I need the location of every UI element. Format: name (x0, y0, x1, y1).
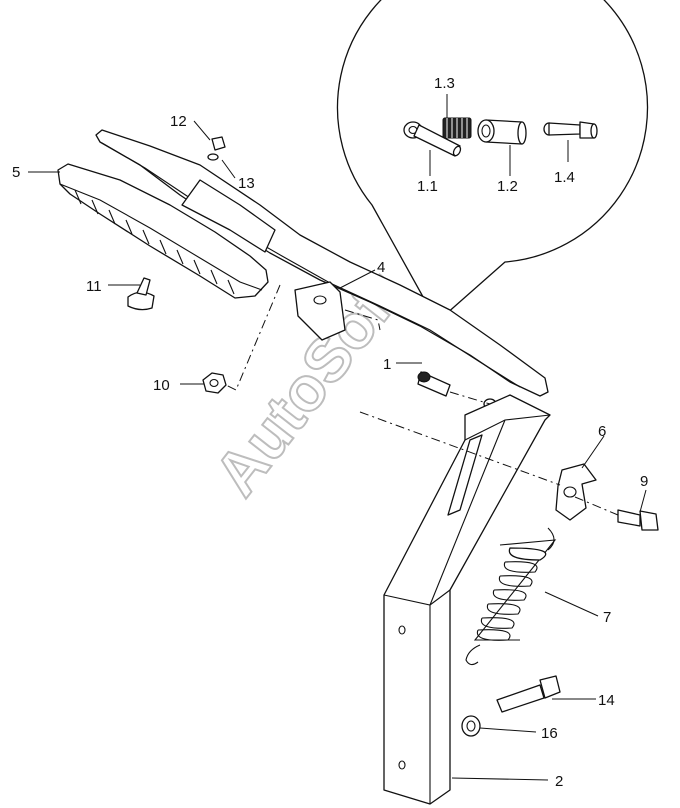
callout-4: 4 (377, 259, 385, 276)
callout-1-2: 1.2 (497, 178, 518, 195)
part-9-bolt (617, 509, 659, 531)
part-6-clamp (555, 463, 597, 521)
part-1-4-bolt (543, 121, 598, 139)
part-1-3-spring (442, 117, 472, 139)
callout-6: 6 (598, 423, 606, 440)
part-2-arm (383, 394, 551, 805)
detail-magnifier (336, 0, 649, 323)
part-16-washer (461, 715, 481, 737)
part-4-bracket (294, 281, 346, 341)
callout-2: 2 (555, 773, 563, 790)
leader-lines (28, 94, 647, 781)
part-1-2-sleeve (477, 119, 527, 145)
callout-1-1: 1.1 (417, 178, 438, 195)
callout-13: 13 (238, 175, 255, 192)
part-13-washer (207, 153, 219, 161)
part-7-spring (465, 527, 557, 666)
callout-9: 9 (640, 473, 648, 490)
callout-7: 7 (603, 609, 611, 626)
callout-12: 12 (170, 113, 187, 130)
callout-5: 5 (12, 164, 20, 181)
part-1-1-pin (403, 121, 462, 157)
part-14-bolt (496, 675, 561, 713)
callout-16: 16 (541, 725, 558, 742)
callout-1: 1 (383, 356, 391, 373)
callout-10: 10 (153, 377, 170, 394)
callout-labels: 1.3 1.1 1.2 1.4 12 13 5 4 11 1 10 6 9 7 … (12, 75, 648, 790)
callout-1-4: 1.4 (554, 169, 575, 186)
part-12-nut (211, 136, 226, 151)
callout-14: 14 (598, 692, 615, 709)
part-5-pad (57, 163, 276, 299)
part-11-carriage-bolt (127, 277, 155, 311)
callout-11: 11 (86, 278, 102, 295)
part-10-nut (202, 372, 227, 394)
part-1-pivot (417, 371, 497, 410)
callout-1-3: 1.3 (434, 75, 455, 92)
assembly-lines (225, 284, 619, 516)
